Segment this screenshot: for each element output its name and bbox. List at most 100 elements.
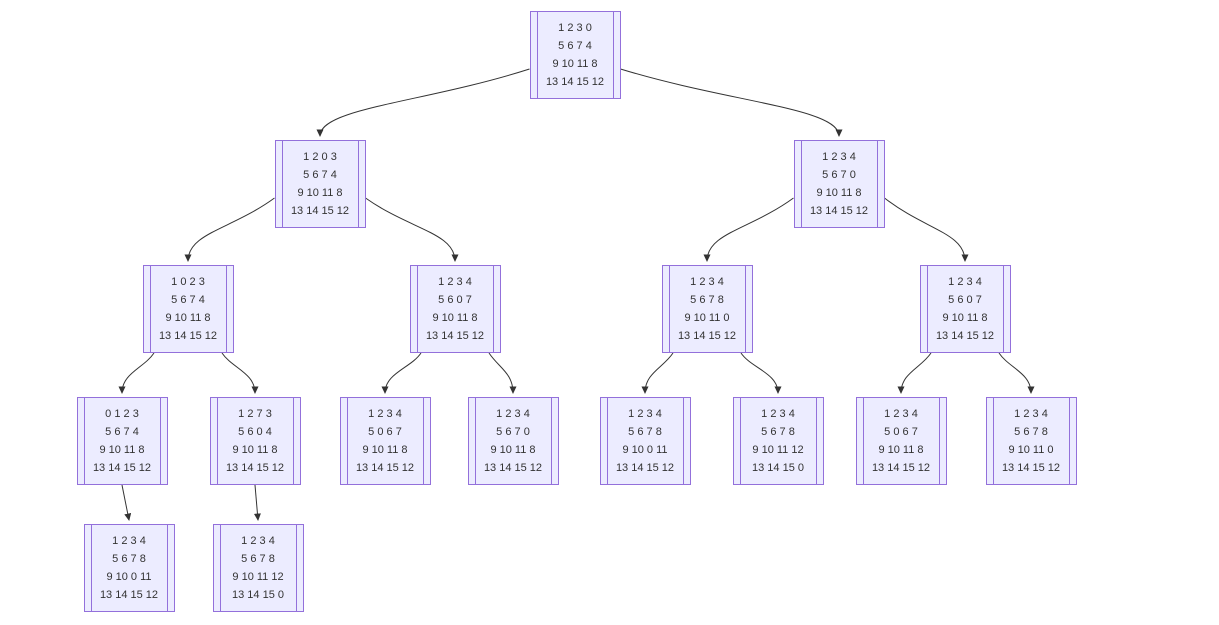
puzzle-row: 1 2 3 4 [948,275,982,288]
puzzle-grid: 1 2 3 4 5 0 6 7 9 10 11 8 13 14 15 12 [346,398,424,484]
puzzle-row: 13 14 15 12 [483,461,543,474]
puzzle-row: 1 2 3 4 [112,534,146,547]
puzzle-row: 5 6 7 0 [496,425,530,438]
tree-edge-root-L1b [620,68,843,137]
puzzle-node-L3b: 1 2 7 3 5 6 0 4 9 10 11 8 13 14 15 12 [209,397,301,485]
puzzle-row: 1 2 3 4 [884,407,918,420]
tree-edge-L1b-L2d [884,197,969,262]
puzzle-row: 1 2 3 4 [761,407,795,420]
puzzle-row: 13 14 15 0 [752,461,804,474]
puzzle-row: 5 6 7 0 [822,168,856,181]
puzzle-row: 9 10 11 8 [490,443,536,456]
puzzle-row: 5 0 6 7 [884,425,918,438]
puzzle-row: 1 2 3 4 [822,150,856,163]
puzzle-row: 9 10 11 8 [362,443,408,456]
puzzle-row: 5 6 7 8 [241,552,275,565]
puzzle-grid: 0 1 2 3 5 6 7 4 9 10 11 8 13 14 15 12 [83,398,161,484]
puzzle-row: 13 14 15 12 [158,329,218,342]
puzzle-row: 5 0 6 7 [368,425,402,438]
puzzle-grid: 1 2 3 4 5 0 6 7 9 10 11 8 13 14 15 12 [862,398,940,484]
puzzle-row: 5 6 7 8 [761,425,795,438]
puzzle-row: 9 10 11 8 [232,443,278,456]
puzzle-node-L3g: 1 2 3 4 5 0 6 7 9 10 11 8 13 14 15 12 [855,397,947,485]
tree-edge-L1a-L2b [365,197,459,262]
puzzle-row: 1 2 3 4 [496,407,530,420]
puzzle-row: 13 14 15 12 [355,461,415,474]
puzzle-row: 9 10 11 8 [878,443,924,456]
tree-edge-L2b-L3c [381,352,422,394]
puzzle-grid: 1 2 3 4 5 6 7 0 9 10 11 8 13 14 15 12 [474,398,552,484]
puzzle-row: 13 14 15 12 [92,461,152,474]
tree-edge-L2c-L3f [740,352,782,394]
puzzle-row: 5 6 0 4 [238,425,272,438]
puzzle-row: 1 2 3 4 [690,275,724,288]
puzzle-row: 1 0 2 3 [171,275,205,288]
puzzle-row: 13 14 15 12 [615,461,675,474]
puzzle-row: 9 10 0 11 [106,570,152,583]
puzzle-row: 9 10 0 11 [622,443,668,456]
puzzle-row: 5 6 7 4 [303,168,337,181]
puzzle-row: 13 14 15 0 [232,588,284,601]
puzzle-row: 9 10 11 8 [552,57,598,70]
puzzle-node-L3a: 0 1 2 3 5 6 7 4 9 10 11 8 13 14 15 12 [76,397,168,485]
puzzle-row: 5 6 0 7 [948,293,982,306]
puzzle-row: 1 2 3 4 [241,534,275,547]
puzzle-row: 13 14 15 12 [425,329,485,342]
tree-edge-L2d-L3g [897,352,932,394]
puzzle-node-L2c: 1 2 3 4 5 6 7 8 9 10 11 0 13 14 15 12 [661,265,753,353]
puzzle-row: 1 2 3 4 [628,407,662,420]
tree-edge-L3a-L4a [121,484,132,521]
puzzle-row: 13 14 15 12 [99,588,159,601]
puzzle-node-root: 1 2 3 0 5 6 7 4 9 10 11 8 13 14 15 12 [529,11,621,99]
puzzle-row: 5 6 7 8 [1014,425,1048,438]
puzzle-row: 9 10 11 8 [99,443,145,456]
tree-edge-root-L1a [316,68,530,137]
puzzle-row: 13 14 15 12 [935,329,995,342]
puzzle-row: 13 14 15 12 [871,461,931,474]
puzzle-row: 1 2 3 4 [438,275,472,288]
puzzle-row: 0 1 2 3 [105,407,139,420]
tree-edge-L2c-L3e [641,352,674,394]
puzzle-row: 5 6 7 4 [105,425,139,438]
tree-edge-L1a-L2a [184,197,275,262]
puzzle-row: 9 10 11 8 [942,311,988,324]
puzzle-node-L3c: 1 2 3 4 5 0 6 7 9 10 11 8 13 14 15 12 [339,397,431,485]
puzzle-row: 1 2 3 0 [558,21,592,34]
puzzle-row: 9 10 11 0 [684,311,730,324]
puzzle-row: 13 14 15 12 [545,75,605,88]
puzzle-row: 1 2 0 3 [303,150,337,163]
puzzle-node-L3e: 1 2 3 4 5 6 7 8 9 10 0 11 13 14 15 12 [599,397,691,485]
puzzle-grid: 1 2 3 4 5 6 7 8 9 10 0 11 13 14 15 12 [606,398,684,484]
puzzle-node-L2a: 1 0 2 3 5 6 7 4 9 10 11 8 13 14 15 12 [142,265,234,353]
puzzle-row: 9 10 11 8 [297,186,343,199]
puzzle-row: 5 6 7 4 [558,39,592,52]
tree-edge-L2d-L3h [998,352,1035,394]
puzzle-row: 5 6 7 8 [628,425,662,438]
puzzle-row: 13 14 15 12 [290,204,350,217]
puzzle-row: 13 14 15 12 [677,329,737,342]
puzzle-row: 1 2 3 4 [368,407,402,420]
tree-edge-L2a-L3b [221,352,259,394]
puzzle-row: 5 6 7 8 [690,293,724,306]
puzzle-row: 9 10 11 8 [432,311,478,324]
puzzle-row: 13 14 15 12 [225,461,285,474]
puzzle-node-L1a: 1 2 0 3 5 6 7 4 9 10 11 8 13 14 15 12 [274,140,366,228]
puzzle-row: 1 2 3 4 [1014,407,1048,420]
puzzle-row: 9 10 11 8 [816,186,862,199]
puzzle-row: 1 2 7 3 [238,407,272,420]
puzzle-row: 5 6 7 4 [171,293,205,306]
puzzle-grid: 1 2 3 4 5 6 7 8 9 10 11 0 13 14 15 12 [668,266,746,352]
puzzle-grid: 1 0 2 3 5 6 7 4 9 10 11 8 13 14 15 12 [149,266,227,352]
puzzle-grid: 1 2 0 3 5 6 7 4 9 10 11 8 13 14 15 12 [281,141,359,227]
puzzle-row: 9 10 11 8 [165,311,211,324]
tree-edge-L1b-L2c [703,197,794,262]
